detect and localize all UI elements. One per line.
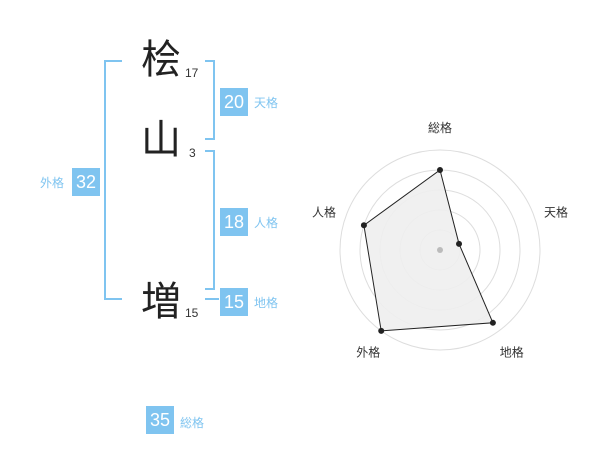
radar-point-1 (437, 167, 443, 173)
jinkaku-badge: 18 (220, 208, 248, 236)
outer-bracket-bottom (104, 298, 122, 300)
soukaku-badge: 35 (146, 406, 174, 434)
soukaku-label: 総格 (180, 416, 205, 430)
name-char-2-strokes: 3 (189, 146, 196, 160)
jinkaku-bracket-vertical (213, 150, 215, 290)
radar-axis-label-4: 外格 (356, 345, 380, 360)
radar-ring-5 (339, 149, 541, 351)
radar-axis-label-5: 人格 (312, 204, 336, 219)
name-char-3: 増 (141, 279, 181, 325)
name-char-3-strokes: 15 (185, 306, 199, 320)
radar-point-4 (378, 327, 385, 334)
radar-point-2 (456, 240, 463, 247)
jinkaku-label: 人格 (254, 216, 279, 230)
outer-bracket-vertical (104, 60, 106, 300)
radar-point-3 (489, 319, 496, 326)
gaikaku-badge: 32 (72, 168, 100, 196)
tenkaku-badge: 20 (220, 88, 248, 116)
radar-points (360, 167, 496, 334)
radar-polygon (363, 169, 494, 332)
chikaku-label: 地格 (254, 296, 279, 310)
radar-axis-label-1: 総格 (428, 120, 452, 135)
jinkaku-bracket-top (205, 150, 215, 152)
tenkaku-label: 天格 (254, 96, 279, 110)
jinkaku-bracket-bottom (205, 288, 215, 290)
name-char-1-strokes: 17 (185, 66, 199, 80)
chikaku-connector (205, 298, 219, 300)
name-char-2: 山 (141, 117, 181, 163)
name-char-1: 桧 (141, 37, 181, 83)
chikaku-badge: 15 (220, 288, 248, 316)
radar-center-dot (437, 247, 443, 253)
tenkaku-bracket-vertical (213, 60, 215, 140)
radar-point-5 (360, 222, 367, 229)
tenkaku-bracket-bottom (205, 138, 215, 140)
radar-axis-label-3: 地格 (500, 345, 524, 360)
radar-axis-label-2: 天格 (544, 204, 568, 219)
outer-bracket-top (104, 60, 122, 62)
gaikaku-label: 外格 (40, 176, 65, 190)
tenkaku-bracket-top (205, 60, 215, 62)
